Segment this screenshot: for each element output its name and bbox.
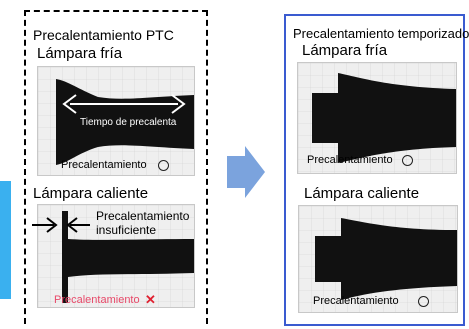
ok-circle-icon [418, 296, 429, 307]
ok-circle-icon [402, 155, 413, 166]
timed-cold-lamp-heading: Lámpara fría [302, 42, 388, 59]
short-preheat-arrows [32, 217, 90, 233]
ok-circle-icon [158, 160, 169, 171]
timed-hot-preheat-label: Precalentamiento [313, 295, 399, 307]
preheat-time-label: Tiempo de precalenta [80, 117, 177, 128]
time-span-arrow [62, 94, 186, 114]
insufficient-line-1: Precalentamiento [96, 209, 190, 223]
ptc-cold-oscillogram [37, 66, 195, 176]
timed-cold-oscillogram [297, 62, 457, 174]
timed-hot-oscillogram [298, 205, 458, 313]
timed-preheat-panel [284, 14, 465, 326]
transition-arrow-icon [227, 146, 265, 198]
ptc-panel-title: Precalentamiento PTC [33, 27, 174, 43]
ptc-hot-lamp-heading: Lámpara caliente [33, 185, 149, 202]
timed-hot-lamp-heading: Lámpara caliente [304, 185, 420, 202]
ptc-hot-oscillogram [37, 204, 195, 308]
ptc-preheat-panel [24, 10, 208, 324]
fail-cross-icon: ✕ [145, 292, 156, 307]
ptc-hot-preheat-label: Precalentamiento [54, 294, 140, 306]
insufficient-line-2: insuficiente [96, 223, 157, 237]
accent-strip [0, 181, 11, 299]
timed-cold-preheat-label: Precalentamiento [307, 154, 393, 166]
timed-panel-title: Precalentamiento temporizado [293, 26, 469, 41]
ptc-cold-preheat-label: Precalentamiento [61, 159, 147, 171]
ptc-cold-lamp-heading: Lámpara fría [37, 45, 123, 62]
